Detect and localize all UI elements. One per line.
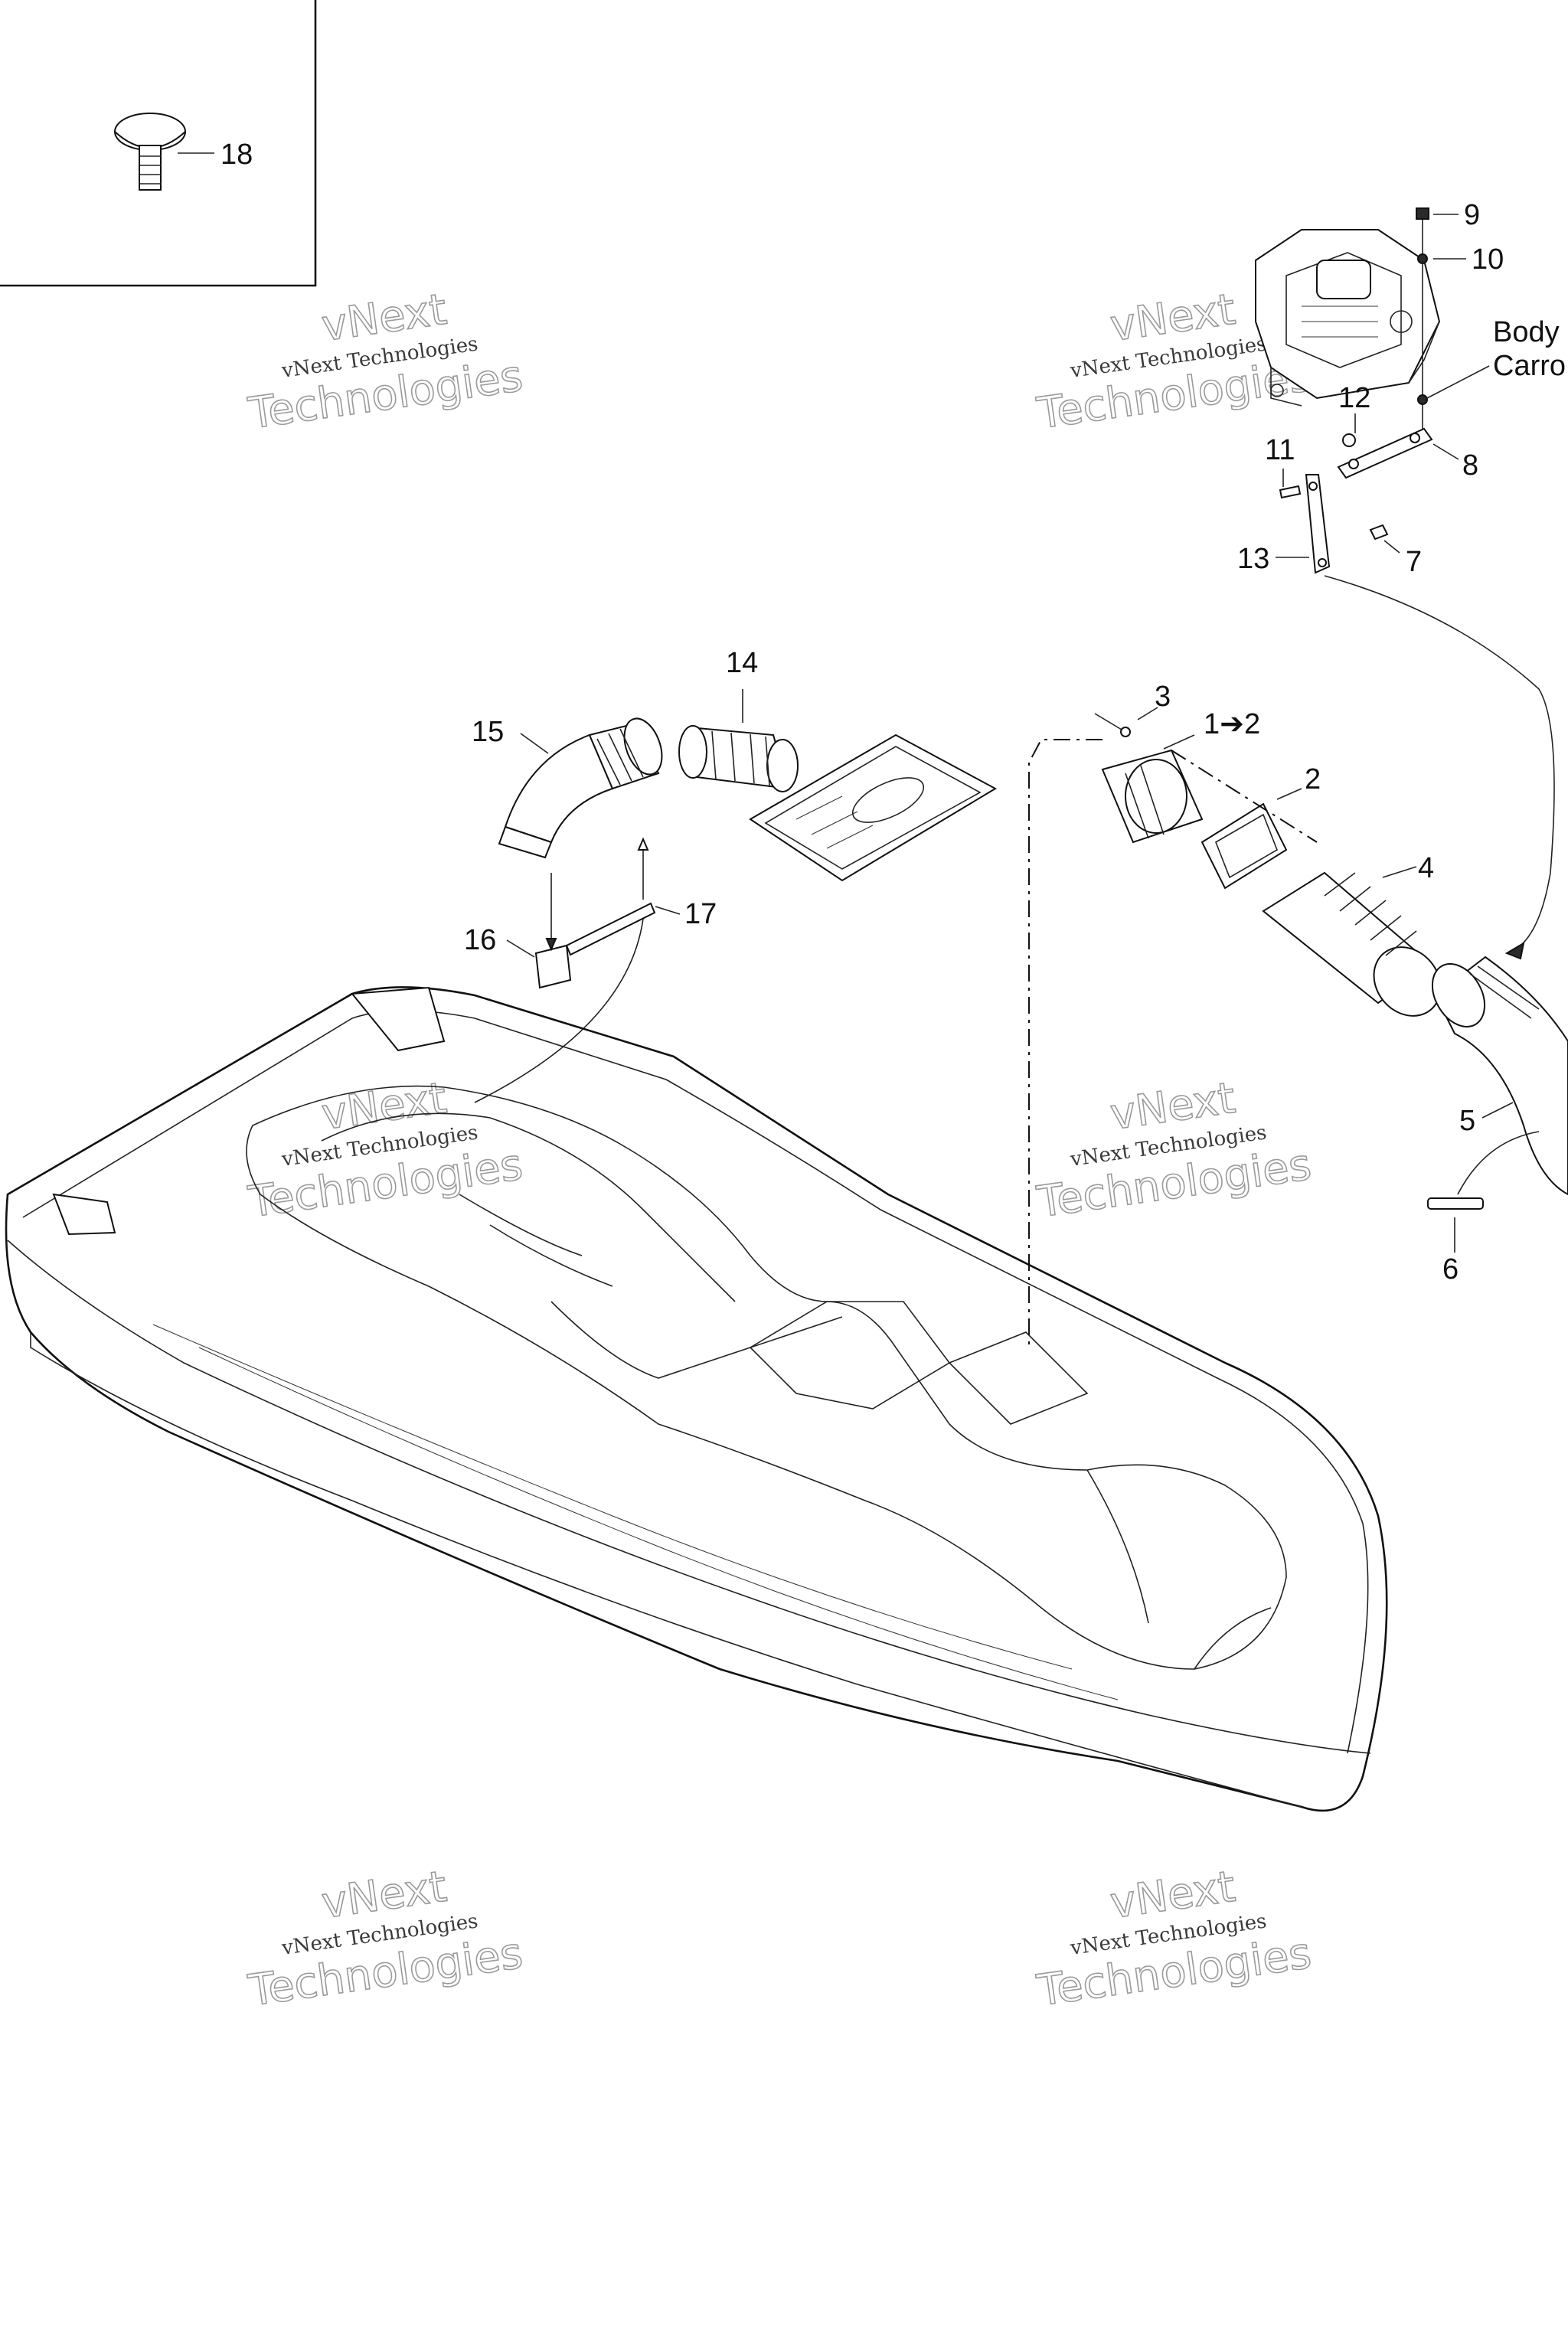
flange-alignment-line bbox=[1171, 750, 1318, 843]
callout-2: 2 bbox=[1305, 763, 1321, 795]
flange-1 bbox=[1101, 749, 1204, 844]
callout-8: 8 bbox=[1462, 449, 1478, 482]
callout-6: 6 bbox=[1442, 1253, 1459, 1285]
clamp-6 bbox=[1427, 1197, 1484, 1210]
watermark-4: vNext vNext Technologies Technologies bbox=[1033, 1073, 1315, 1228]
mount-stud bbox=[1416, 207, 1466, 429]
watercraft-hull bbox=[5, 986, 1388, 1812]
callout-14: 14 bbox=[726, 647, 758, 679]
callout-1-to-2: 1➔2 bbox=[1204, 708, 1260, 740]
strap-17 bbox=[565, 837, 656, 956]
callout-3: 3 bbox=[1155, 681, 1171, 713]
callout-4: 4 bbox=[1418, 852, 1434, 884]
clip-16 bbox=[534, 873, 572, 989]
watermark-5: vNext vNext Technologies Technologies bbox=[244, 1861, 526, 2017]
push-rivet-18 bbox=[114, 113, 214, 191]
airbox-tray bbox=[749, 733, 998, 882]
arrow-clamp-to-tube bbox=[1457, 1131, 1540, 1195]
watermark-6: vNext vNext Technologies Technologies bbox=[1033, 1861, 1315, 2017]
gasket-2 bbox=[1200, 802, 1288, 890]
support-bracket bbox=[1279, 427, 1433, 574]
tube-5 bbox=[1431, 956, 1568, 1196]
screw-3 bbox=[1094, 713, 1131, 737]
bellows-duct-14 bbox=[678, 725, 799, 792]
callout-10: 10 bbox=[1472, 243, 1504, 276]
callout-9: 9 bbox=[1464, 199, 1480, 231]
note-body-line1: Body bbox=[1493, 316, 1560, 348]
callout-11: 11 bbox=[1265, 434, 1295, 466]
watermark-1: vNext vNext Technologies Technologies bbox=[244, 284, 526, 439]
bellows-duct-4 bbox=[1262, 871, 1442, 1017]
callout-16: 16 bbox=[464, 924, 496, 956]
callout-15: 15 bbox=[472, 716, 504, 748]
callout-18: 18 bbox=[220, 139, 253, 171]
inset-frame bbox=[0, 0, 317, 287]
callout-12: 12 bbox=[1338, 382, 1370, 414]
callout-5: 5 bbox=[1459, 1105, 1475, 1137]
leader-17-to-hull bbox=[474, 918, 644, 1103]
assembly-guide-line bbox=[1028, 739, 1102, 1348]
note-body-line2: Carro bbox=[1493, 350, 1566, 382]
arrow-bracket-to-tube bbox=[1324, 575, 1555, 954]
elbow-duct-15 bbox=[498, 717, 663, 859]
callout-7: 7 bbox=[1406, 546, 1422, 578]
callout-17: 17 bbox=[684, 898, 717, 930]
engine-assembly bbox=[1255, 229, 1441, 407]
callout-13: 13 bbox=[1237, 543, 1269, 575]
